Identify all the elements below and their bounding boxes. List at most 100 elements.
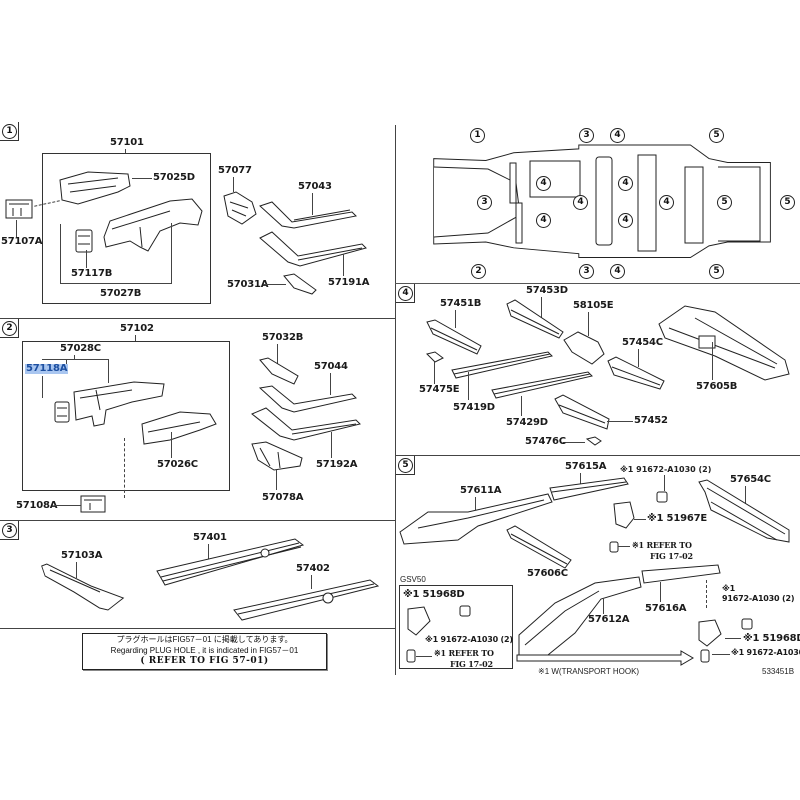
part-label-57101[interactable]: 57101 [110, 137, 144, 148]
overview-callout[interactable]: 4 [573, 195, 588, 210]
part-57117B-drawing[interactable] [74, 226, 96, 256]
part-label-57103A[interactable]: 57103A [61, 550, 103, 561]
part-label-57078A[interactable]: 57078A [262, 492, 304, 503]
inset-bracket-drawing[interactable] [404, 605, 434, 637]
inset-refer-2[interactable]: FIG 17-02 [450, 659, 493, 669]
part-label-57117B[interactable]: 57117B [71, 268, 113, 279]
overview-callout[interactable]: 1 [470, 128, 485, 143]
part-57402-drawing[interactable] [232, 578, 382, 624]
part-57401-drawing[interactable] [155, 537, 305, 589]
part-57615A-drawing[interactable] [548, 476, 630, 502]
part-label-57027B[interactable]: 57027B [100, 288, 142, 299]
part-57616A-drawing[interactable] [640, 563, 722, 585]
part-label-57401[interactable]: 57401 [193, 532, 227, 543]
overview-callout[interactable]: 4 [610, 128, 625, 143]
part-57031A-drawing[interactable] [280, 272, 320, 296]
fastener-label-91672-A1030-top[interactable]: ※1 91672-A1030 (2) [620, 465, 712, 474]
part-label-57452[interactable]: 57452 [634, 415, 668, 426]
part-label-57031A[interactable]: 57031A [227, 279, 269, 290]
part-57028C-drawing[interactable] [72, 380, 166, 430]
overview-callout[interactable]: 4 [659, 195, 674, 210]
overview-callout[interactable]: 2 [471, 264, 486, 279]
part-51967E-drawing[interactable] [612, 500, 636, 530]
part-label-57028C[interactable]: 57028C [60, 343, 101, 354]
overview-callout[interactable]: 3 [579, 264, 594, 279]
overview-callout[interactable]: 4 [618, 213, 633, 228]
part-57605B-drawing[interactable] [655, 302, 795, 382]
part-57429D-drawing[interactable] [490, 370, 594, 400]
part-57451B-drawing[interactable] [425, 318, 485, 358]
overview-callout[interactable]: 4 [536, 176, 551, 191]
hook-bolt-drawing[interactable] [698, 648, 712, 664]
inset-refer-1[interactable]: ※1 REFER TO [434, 648, 494, 658]
bolt-drawing[interactable] [608, 540, 620, 554]
part-label-57077[interactable]: 57077 [218, 165, 252, 176]
part-57026C-drawing[interactable] [140, 410, 220, 446]
overview-callout[interactable]: 4 [618, 176, 633, 191]
part-57654C-drawing[interactable] [697, 478, 793, 550]
part-57032B-drawing[interactable] [258, 356, 300, 386]
part-57025D-drawing[interactable] [58, 170, 133, 206]
part-label-57612A[interactable]: 57612A [588, 614, 630, 625]
part-57452-drawing[interactable] [553, 393, 613, 433]
part-label-57044[interactable]: 57044 [314, 361, 348, 372]
part-57043-drawing[interactable] [258, 200, 358, 232]
part-label-57025D[interactable]: 57025D [153, 172, 195, 183]
bolt-drawing[interactable] [740, 617, 754, 631]
part-57454C-drawing[interactable] [606, 355, 668, 395]
overview-callout[interactable]: 4 [536, 213, 551, 228]
refer-label-top-2[interactable]: FIG 17-02 [650, 551, 693, 561]
part-57107A-drawing[interactable] [5, 198, 35, 222]
part-label-57476C[interactable]: 57476C [525, 436, 566, 447]
refer-label-top-1[interactable]: ※1 REFER TO [632, 540, 692, 550]
overview-callout[interactable]: 3 [579, 128, 594, 143]
part-57606C-drawing[interactable] [505, 524, 575, 570]
part-label-57451B[interactable]: 57451B [440, 298, 482, 309]
overview-callout[interactable]: 5 [780, 195, 795, 210]
part-57103A-drawing[interactable] [40, 562, 126, 614]
right-fastener-label-91672-A1030[interactable]: 91672-A1030 (2) [722, 594, 795, 603]
part-57191A-drawing[interactable] [258, 230, 368, 270]
part-57453D-drawing[interactable] [505, 298, 565, 342]
part-label-57453D[interactable]: 57453D [526, 285, 568, 296]
right-label-91672-A1030[interactable]: ※1 91672-A1030 [731, 648, 800, 657]
part-57027B-drawing[interactable] [100, 197, 205, 255]
part-label-57616A[interactable]: 57616A [645, 603, 687, 614]
overview-callout[interactable]: 5 [709, 264, 724, 279]
overview-callout[interactable]: 5 [709, 128, 724, 143]
part-label-51967E[interactable]: ※1 51967E [647, 513, 707, 524]
part-label-57454C[interactable]: 57454C [622, 337, 663, 348]
part-57118A-drawing[interactable] [53, 400, 73, 426]
part-label-57102[interactable]: 57102 [120, 323, 154, 334]
part-label-58105E[interactable]: 58105E [573, 300, 614, 311]
inset-label-91672-A1030[interactable]: ※1 91672-A1030 (2) [425, 635, 513, 644]
part-57612A-drawing[interactable] [515, 573, 645, 663]
part-label-57611A[interactable]: 57611A [460, 485, 502, 496]
note-ref[interactable]: ( REFER TO FIG 57-01) [140, 656, 269, 666]
part-label-57419D[interactable]: 57419D [453, 402, 495, 413]
overview-callout[interactable]: 5 [717, 195, 732, 210]
right-label-51968D[interactable]: ※1 51968D [743, 633, 800, 644]
inset-hook-bolt-drawing[interactable] [404, 648, 418, 664]
part-label-57475E[interactable]: 57475E [419, 384, 460, 395]
part-label-57026C[interactable]: 57026C [157, 459, 198, 470]
part-label-57606C[interactable]: 57606C [527, 568, 568, 579]
part-label-57402[interactable]: 57402 [296, 563, 330, 574]
part-label-57032B[interactable]: 57032B [262, 332, 304, 343]
bolt-drawing[interactable] [655, 490, 671, 504]
part-label-57429D[interactable]: 57429D [506, 417, 548, 428]
inset-bolt-drawing[interactable] [458, 604, 472, 618]
inset-label-51968D[interactable]: ※1 51968D [403, 589, 465, 600]
part-label-57192A[interactable]: 57192A [316, 459, 358, 470]
part-57044-drawing[interactable] [258, 384, 358, 414]
part-label-57605B[interactable]: 57605B [696, 381, 738, 392]
part-label-57107A[interactable]: 57107A [1, 236, 43, 247]
part-57108A-drawing[interactable] [80, 494, 108, 516]
part-label-57043[interactable]: 57043 [298, 181, 332, 192]
part-57419D-drawing[interactable] [450, 350, 554, 380]
overview-callout[interactable]: 4 [610, 264, 625, 279]
part-57077-drawing[interactable] [222, 190, 258, 226]
part-label-57108A[interactable]: 57108A [16, 500, 58, 511]
part-57475E-drawing[interactable] [425, 350, 445, 364]
part-57078A-drawing[interactable] [250, 440, 306, 472]
